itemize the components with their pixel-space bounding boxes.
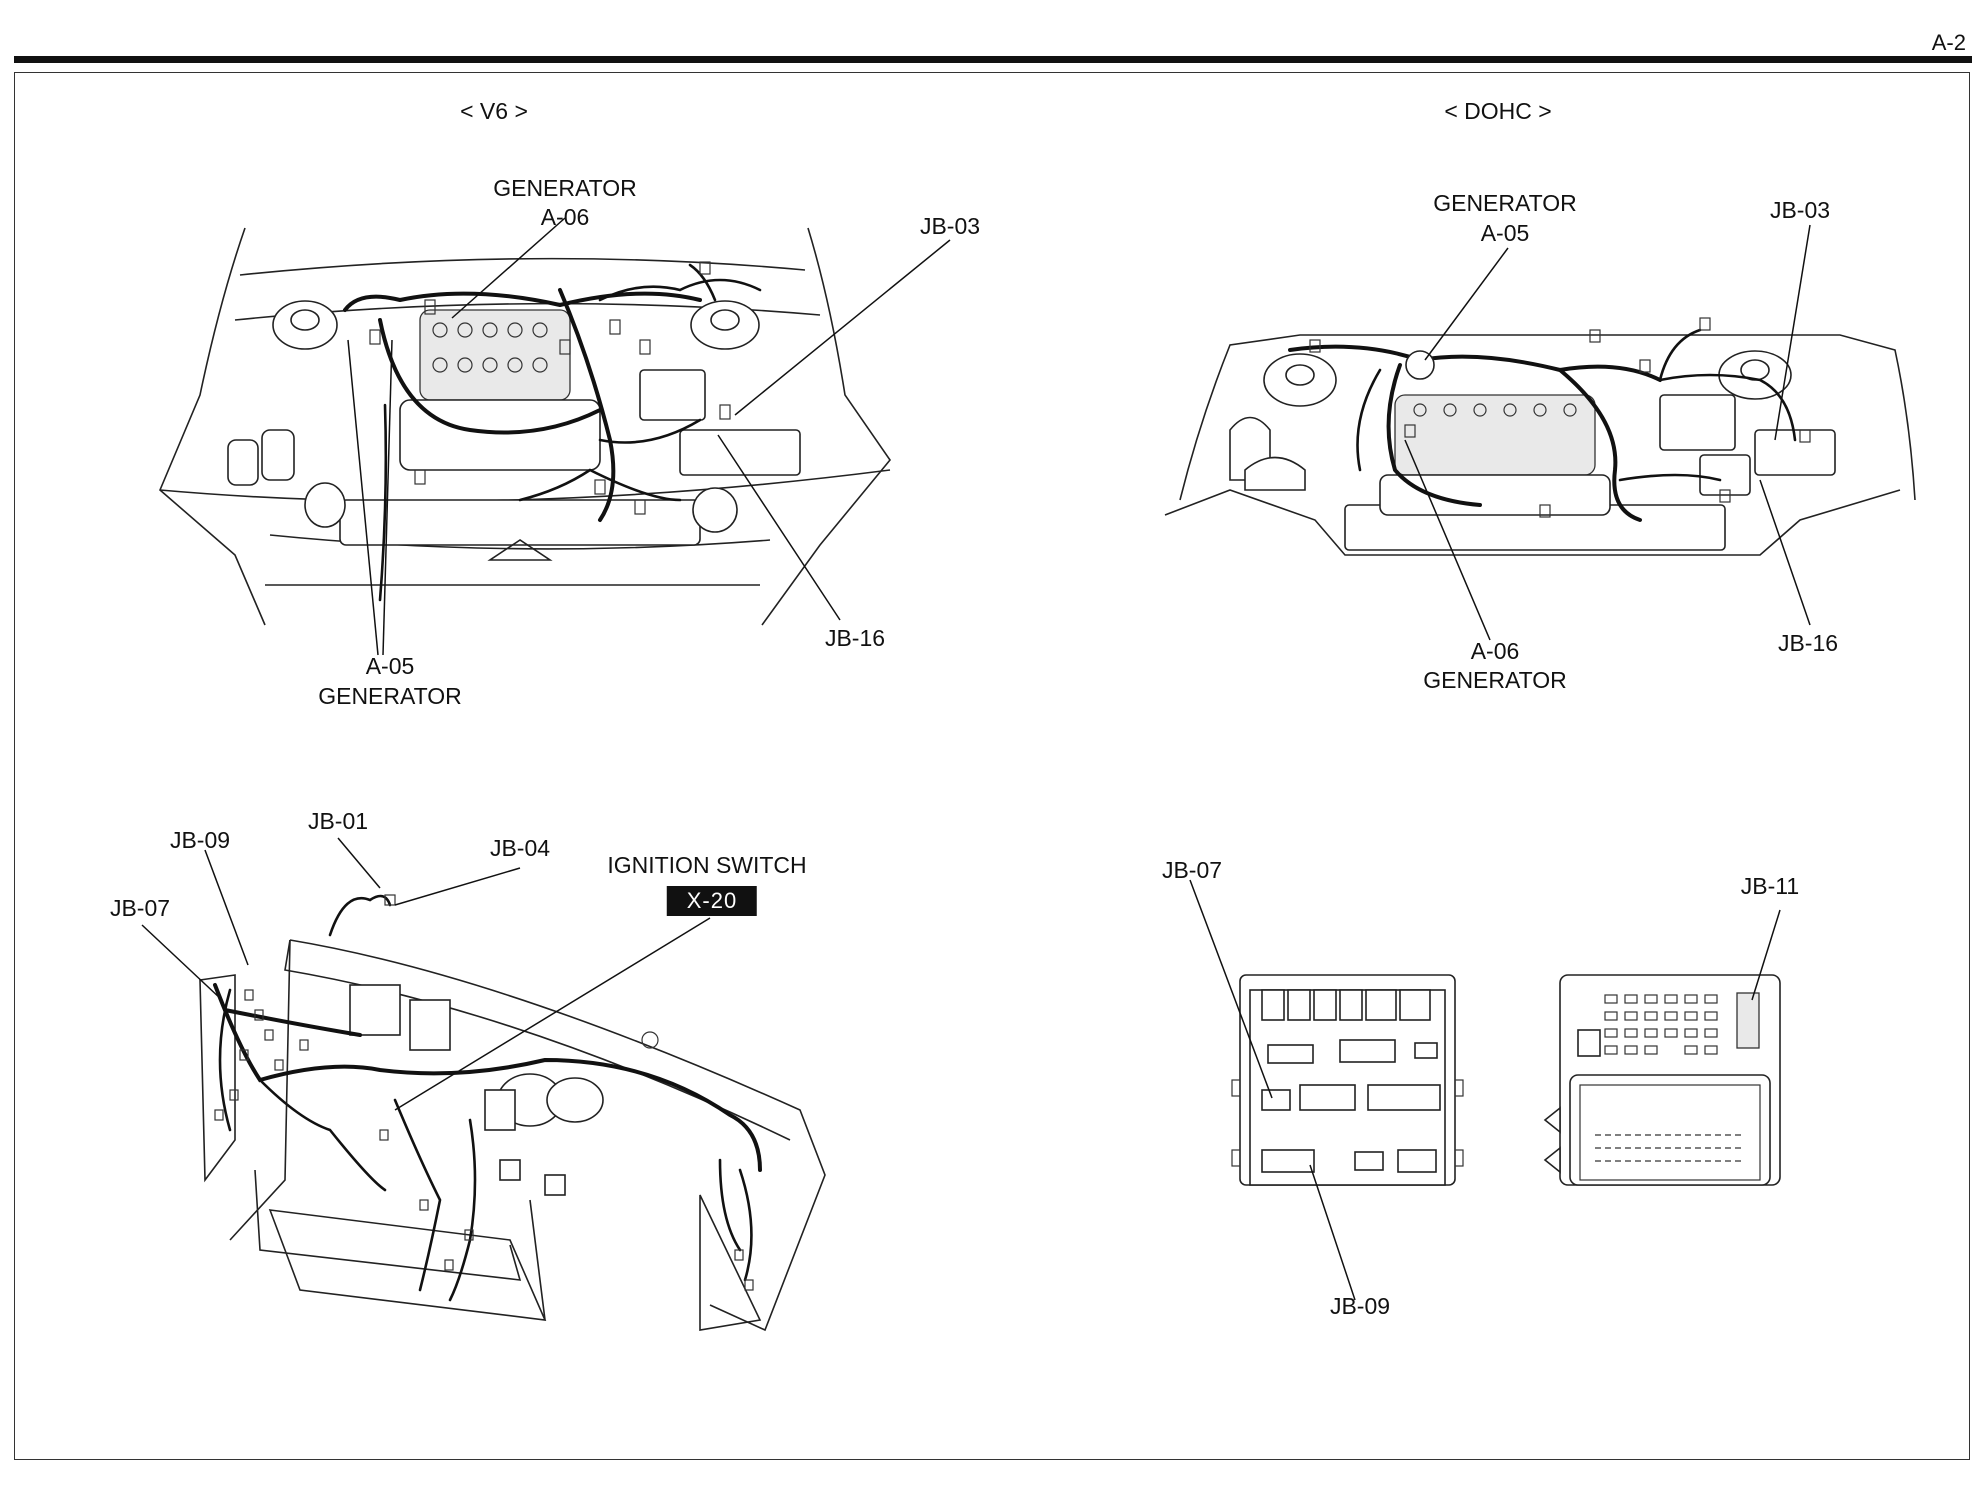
- jb09-label: JB-09: [1329, 1293, 1391, 1319]
- v6-engine-bay-drawing: [159, 217, 951, 656]
- page-number: A-2: [1931, 30, 1966, 55]
- ignition-switch-label: IGNITION SWITCH: [607, 852, 807, 878]
- dohc-generator-bottom-code: A-06: [1470, 638, 1520, 664]
- dash-jb04-label: JB-04: [489, 835, 551, 861]
- dohc-jb03-label: JB-03: [1769, 197, 1831, 223]
- dohc-section-title: < DOHC >: [1444, 98, 1552, 124]
- v6-section-title: < V6 >: [460, 98, 528, 124]
- v6-generator-top-name: GENERATOR: [493, 175, 637, 201]
- v6-jb03-label: JB-03: [919, 213, 981, 239]
- v6-jb16-label: JB-16: [824, 625, 886, 651]
- dashboard-harness-drawing: [141, 837, 826, 1332]
- dohc-jb16-label: JB-16: [1777, 630, 1839, 656]
- dash-jb09-label: JB-09: [169, 827, 231, 853]
- dohc-engine-bay-drawing: [1164, 224, 1916, 641]
- v6-generator-top-code: A-06: [540, 204, 590, 230]
- dohc-generator-top-code: A-05: [1480, 220, 1530, 246]
- ignition-switch-code-badge: X-20: [666, 886, 758, 916]
- v6-generator-bottom-code: A-05: [365, 653, 415, 679]
- dohc-generator-top-name: GENERATOR: [1433, 190, 1577, 216]
- dash-jb01-label: JB-01: [307, 808, 369, 834]
- header-rule: [14, 56, 1972, 63]
- jb07-label: JB-07: [1161, 857, 1223, 883]
- diagram-frame: [14, 72, 1970, 1460]
- jb11-label: JB-11: [1740, 873, 1800, 899]
- junction-box-right-drawing: [1543, 909, 1781, 1186]
- junction-box-left-drawing: [1189, 879, 1464, 1301]
- dohc-generator-bottom-name: GENERATOR: [1423, 667, 1567, 693]
- dash-jb07-label: JB-07: [109, 895, 171, 921]
- v6-generator-bottom-name: GENERATOR: [318, 683, 462, 709]
